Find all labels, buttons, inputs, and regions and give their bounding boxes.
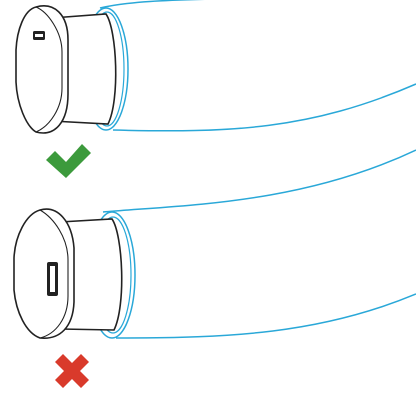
cross-icon	[55, 354, 89, 388]
plug-neck-bottom	[59, 218, 123, 331]
hose-bottom-upper-edge	[102, 149, 416, 213]
check-icon	[46, 144, 91, 178]
hose-bottom-lower-edge	[115, 293, 416, 339]
device-head-outline	[13, 208, 75, 339]
hose-top	[83, 0, 416, 132]
panel-incorrect	[13, 149, 416, 388]
hose-bottom	[88, 149, 416, 339]
hose-top-lower-edge	[112, 83, 416, 132]
hose-top-upper-edge	[99, 0, 205, 9]
usb-port-horizontal-slot	[35, 34, 43, 37]
panel-correct	[15, 0, 416, 178]
device-head-outline	[15, 5, 69, 134]
device-head-bevel	[35, 6, 63, 133]
device-head-correct	[15, 5, 69, 134]
usb-port-vertical-slot	[50, 266, 55, 292]
device-head-bevel	[39, 209, 69, 339]
device-head-incorrect	[13, 208, 75, 339]
